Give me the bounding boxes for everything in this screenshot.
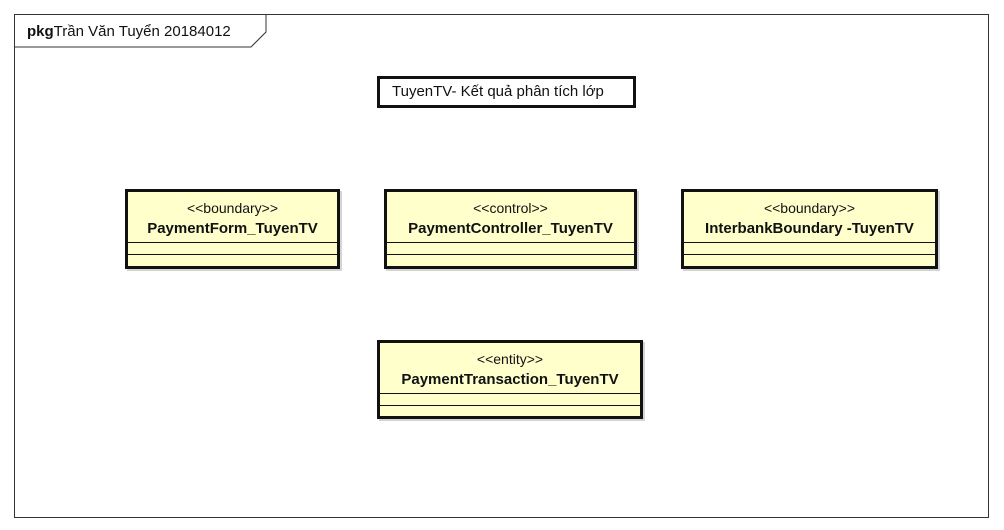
package-title: pkgTrần Văn Tuyển 20184012 bbox=[27, 23, 231, 40]
class-stereotype: <<entity>> bbox=[476, 351, 544, 367]
attributes-compartment bbox=[380, 393, 640, 405]
class-stereotype: <<boundary>> bbox=[763, 200, 856, 216]
package-keyword: pkg bbox=[27, 23, 54, 40]
class-stereotype: <<boundary>> bbox=[186, 200, 279, 216]
class-interbank-boundary[interactable]: <<boundary>> InterbankBoundary -TuyenTV bbox=[681, 189, 938, 269]
package-tab-outline bbox=[15, 15, 267, 48]
package-name: Trần Văn Tuyển 20184012 bbox=[53, 23, 231, 40]
class-payment-transaction[interactable]: <<entity>> PaymentTransaction_TuyenTV bbox=[377, 340, 643, 419]
package-frame: pkgTrần Văn Tuyển 20184012 bbox=[14, 14, 989, 518]
operations-compartment bbox=[387, 254, 634, 266]
class-payment-form[interactable]: <<boundary>> PaymentForm_TuyenTV bbox=[125, 189, 340, 269]
attributes-compartment bbox=[128, 242, 337, 254]
class-header: <<boundary>> PaymentForm_TuyenTV bbox=[128, 192, 337, 242]
class-name: PaymentTransaction_TuyenTV bbox=[401, 371, 619, 388]
class-name: PaymentController_TuyenTV bbox=[408, 220, 613, 237]
class-payment-controller[interactable]: <<control>> PaymentController_TuyenTV bbox=[384, 189, 637, 269]
class-header: <<entity>> PaymentTransaction_TuyenTV bbox=[380, 343, 640, 393]
class-header: <<control>> PaymentController_TuyenTV bbox=[387, 192, 634, 242]
class-stereotype: <<control>> bbox=[473, 200, 548, 216]
class-name: PaymentForm_TuyenTV bbox=[147, 220, 318, 237]
operations-compartment bbox=[128, 254, 337, 266]
class-header: <<boundary>> InterbankBoundary -TuyenTV bbox=[684, 192, 935, 242]
diagram-note[interactable]: TuyenTV- Kết quả phân tích lớp bbox=[377, 76, 636, 108]
operations-compartment bbox=[684, 254, 935, 266]
class-name: InterbankBoundary -TuyenTV bbox=[705, 220, 914, 237]
attributes-compartment bbox=[387, 242, 634, 254]
attributes-compartment bbox=[684, 242, 935, 254]
operations-compartment bbox=[380, 405, 640, 417]
